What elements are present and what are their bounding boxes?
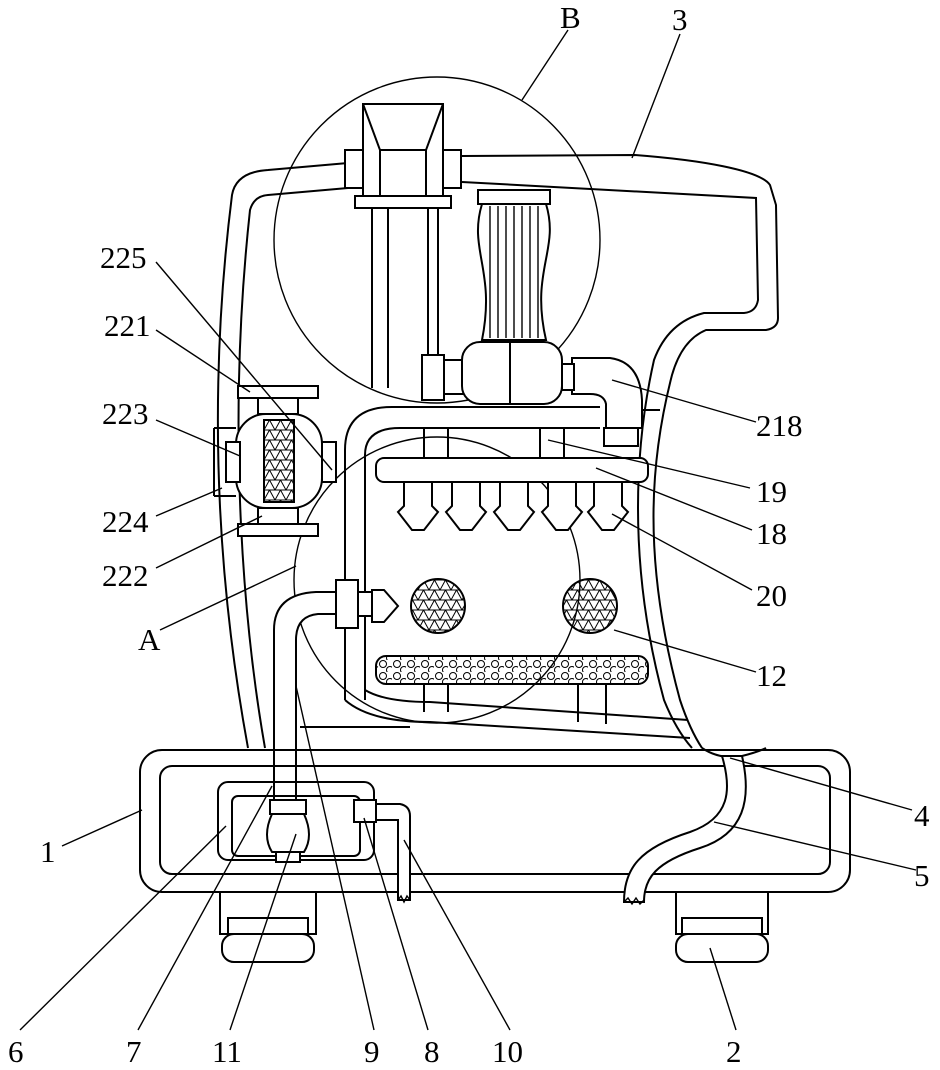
- label-8: 8: [424, 1034, 440, 1069]
- callout-labels: B 3 225 221 223 224 222 A 218 19 18 20 1…: [8, 0, 930, 1069]
- label-3: 3: [672, 2, 688, 37]
- label-11: 11: [212, 1034, 242, 1069]
- label-12: 12: [756, 658, 787, 693]
- label-19: 19: [756, 474, 787, 509]
- label-B: B: [560, 0, 581, 35]
- foot-right: [676, 892, 768, 962]
- label-A: A: [138, 622, 161, 657]
- label-10: 10: [492, 1034, 523, 1069]
- side-filter: [214, 386, 336, 536]
- label-5: 5: [914, 858, 930, 893]
- label-9: 9: [364, 1034, 380, 1069]
- elbow-pipe: [562, 358, 642, 446]
- label-225: 225: [100, 240, 147, 275]
- label-6: 6: [8, 1034, 24, 1069]
- label-1: 1: [40, 834, 56, 869]
- label-222: 222: [102, 558, 149, 593]
- label-20: 20: [756, 578, 787, 613]
- inner-chamber: [300, 407, 690, 738]
- nozzle-row: [398, 482, 628, 530]
- label-18: 18: [756, 516, 787, 551]
- filter-cartridge: [478, 190, 550, 340]
- label-218: 218: [756, 408, 803, 443]
- pump-compartment: [218, 782, 410, 902]
- mesh-ball-right: [563, 579, 617, 633]
- label-4: 4: [914, 798, 930, 833]
- label-2: 2: [726, 1034, 742, 1069]
- mesh-ball-left: [411, 579, 465, 633]
- foot-left: [220, 892, 316, 962]
- label-221: 221: [104, 308, 151, 343]
- label-224: 224: [102, 504, 149, 539]
- drain-pipe: [624, 756, 746, 904]
- label-223: 223: [102, 396, 149, 431]
- label-7: 7: [126, 1034, 142, 1069]
